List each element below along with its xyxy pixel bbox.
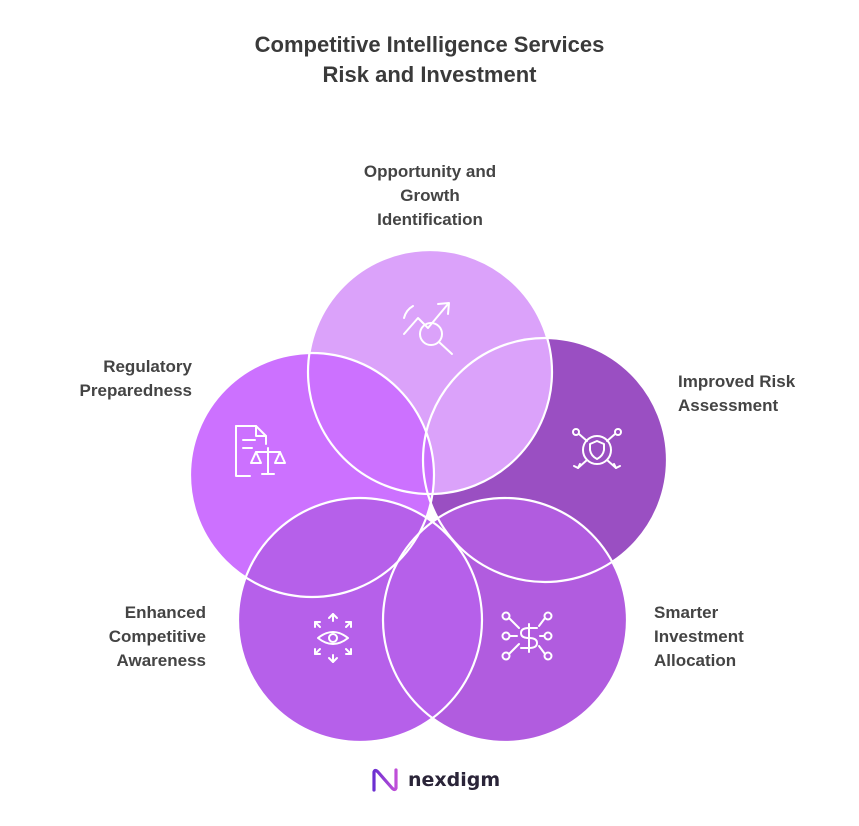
label-line: Growth: [400, 186, 460, 205]
label-line: Awareness: [116, 651, 206, 670]
label-line: Allocation: [654, 651, 737, 670]
label-opportunity-growth: Opportunity and Growth Identification: [320, 160, 540, 232]
outline-left: [188, 351, 436, 599]
label-line: Identification: [377, 210, 483, 229]
circle-outlines: [188, 248, 669, 744]
diagram-title-line-2: Risk and Investment: [322, 62, 537, 87]
outline-bottom-right: [381, 496, 629, 744]
logo-text: nexdigm: [408, 769, 501, 791]
label-line: Investment: [654, 627, 744, 646]
label-line: Smarter: [654, 603, 719, 622]
label-line: Improved Risk: [678, 372, 796, 391]
nexdigm-logo-icon: [372, 768, 398, 792]
growth-search-icon: [403, 302, 453, 355]
document-scales-icon: [235, 425, 286, 477]
nexdigm-logo: nexdigm: [370, 765, 500, 795]
label-line: Competitive: [108, 627, 206, 646]
label-line: Regulatory: [103, 357, 192, 376]
outline-top: [306, 248, 554, 496]
label-line: Preparedness: [79, 381, 192, 400]
dollar-network-icon: [501, 611, 553, 661]
diagram-title-line-1: Competitive Intelligence Services: [254, 32, 605, 57]
label-line: Opportunity and: [363, 162, 497, 181]
shield-network-icon: [572, 428, 622, 469]
label-enhanced-competitive-awareness: Enhanced Competitive Awareness: [20, 601, 206, 673]
outline-right: [421, 336, 669, 584]
outline-bottom-left: [236, 496, 484, 744]
label-line: Assessment: [678, 396, 779, 415]
label-line: Enhanced: [124, 603, 206, 622]
label-regulatory-preparedness: Regulatory Preparedness: [20, 355, 192, 403]
eye-arrows-icon: [314, 613, 352, 663]
circle-enhanced-competitive-awareness: [238, 498, 482, 742]
label-smarter-investment-allocation: Smarter Investment Allocation: [654, 601, 844, 673]
label-improved-risk-assessment: Improved Risk Assessment: [678, 370, 848, 418]
